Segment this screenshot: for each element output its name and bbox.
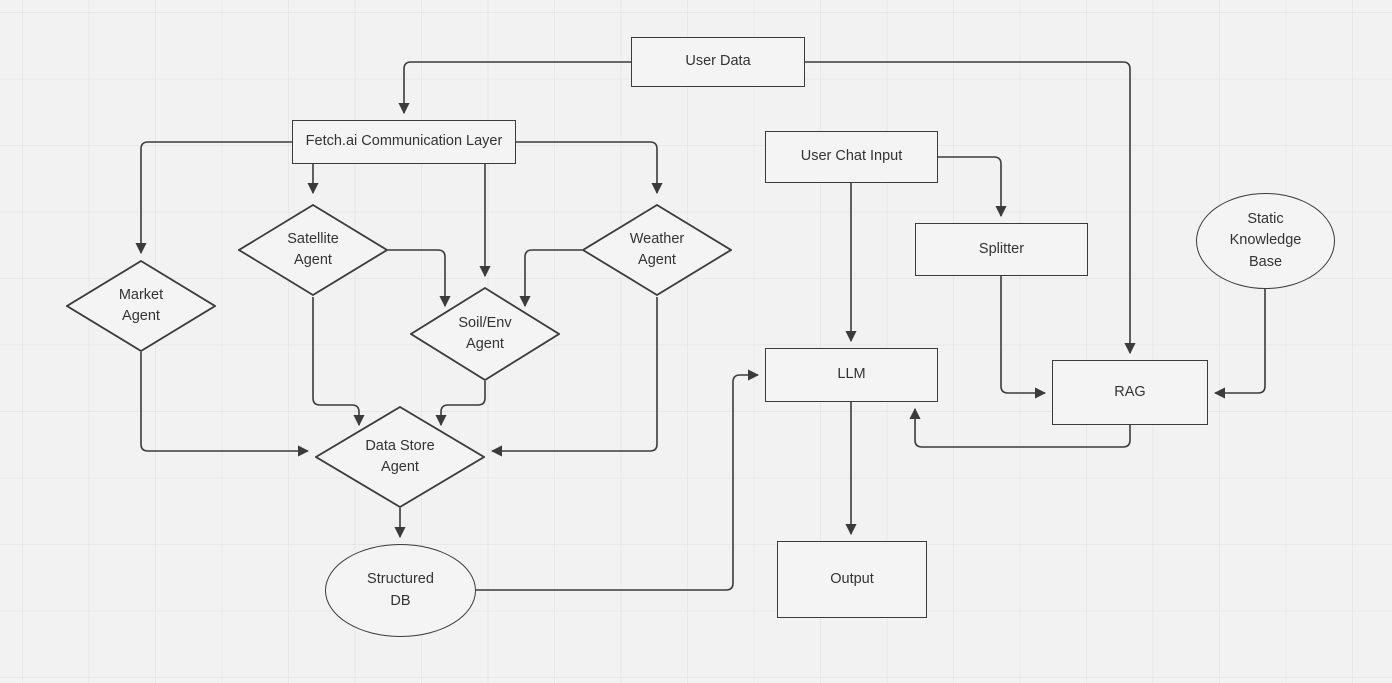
node-user-data-label: User Data xyxy=(685,53,751,70)
edge-fetchai-to-weather xyxy=(516,141,663,195)
edge-userdata-to-fetchai xyxy=(398,61,631,115)
node-llm-label: LLM xyxy=(837,366,866,383)
node-static-knowledge-base-label: Static Knowledge Base xyxy=(1229,211,1302,270)
data-store-agent-diamond-shape xyxy=(315,406,485,508)
edge-soilenv-to-datastore xyxy=(435,381,486,427)
weather-agent-diamond-shape xyxy=(582,204,732,296)
node-splitter-label: Splitter xyxy=(978,240,1025,257)
satellite-agent-diamond-shape xyxy=(238,204,388,296)
edge-structureddb-to-llm xyxy=(476,369,760,591)
edge-splitter-to-rag xyxy=(1000,276,1047,399)
edge-userdata-to-rag xyxy=(805,61,1136,355)
node-output-label: Output xyxy=(830,570,874,587)
node-weather-agent[interactable]: Weather Agent xyxy=(582,204,732,296)
edge-market-to-datastore xyxy=(140,352,310,457)
edge-fetchai-to-market xyxy=(135,141,292,255)
edge-satellite-to-datastore xyxy=(312,297,365,427)
node-fetch-ai-communication-layer[interactable]: Fetch.ai Communication Layer xyxy=(292,120,516,164)
node-rag-label: RAG xyxy=(1114,383,1146,400)
market-agent-diamond-shape xyxy=(66,260,216,352)
node-market-agent[interactable]: Market Agent xyxy=(66,260,216,352)
edge-userchat-to-splitter xyxy=(938,156,1007,218)
node-user-data[interactable]: User Data xyxy=(631,37,805,87)
edge-rag-to-llm xyxy=(909,407,1131,448)
edge-weather-to-soilenv xyxy=(519,249,582,308)
node-rag[interactable]: RAG xyxy=(1052,360,1208,425)
node-fetch-ai-communication-layer-label: Fetch.ai Communication Layer xyxy=(305,133,503,150)
node-user-chat-input[interactable]: User Chat Input xyxy=(765,131,938,183)
node-data-store-agent[interactable]: Data Store Agent xyxy=(315,406,485,508)
node-structured-db[interactable]: Structured DB xyxy=(325,544,476,637)
node-static-knowledge-base[interactable]: Static Knowledge Base xyxy=(1196,193,1335,289)
node-splitter[interactable]: Splitter xyxy=(915,223,1088,276)
node-soil-env-agent[interactable]: Soil/Env Agent xyxy=(410,287,560,381)
node-user-chat-input-label: User Chat Input xyxy=(800,148,903,165)
node-structured-db-label: Structured DB xyxy=(367,571,434,609)
edge-weather-to-datastore xyxy=(490,297,658,457)
node-output[interactable]: Output xyxy=(777,541,927,618)
edge-knowledgebase-to-rag xyxy=(1213,289,1266,399)
edge-satellite-to-soilenv xyxy=(388,249,451,308)
node-satellite-agent[interactable]: Satellite Agent xyxy=(238,204,388,296)
soil-env-agent-diamond-shape xyxy=(410,287,560,381)
node-llm[interactable]: LLM xyxy=(765,348,938,402)
